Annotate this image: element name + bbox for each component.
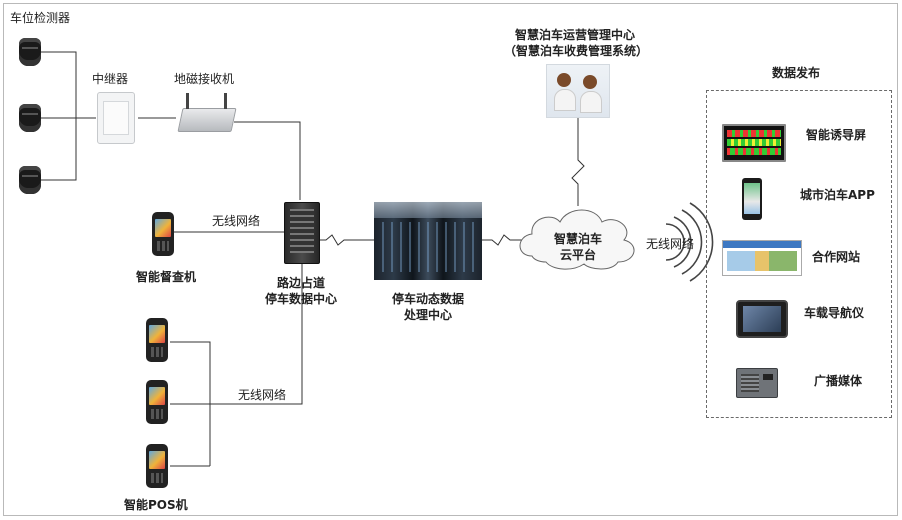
- data-center-photo: [374, 202, 482, 280]
- line-pos-2: [170, 262, 303, 405]
- cloud-shape: [519, 209, 635, 270]
- repeater-icon: [97, 92, 135, 144]
- line-receiver-server: [234, 121, 301, 200]
- data-publish-panel: [706, 90, 892, 418]
- line-detector-3: [40, 90, 77, 181]
- label-wireless-bottom: 无线网络: [238, 388, 287, 402]
- inspector-handheld-icon: [152, 212, 174, 256]
- label-wireless-right: 无线网络: [646, 237, 695, 251]
- line-server-dc: [318, 234, 374, 246]
- label-wireless-top: 无线网络: [212, 214, 261, 228]
- guidance-screen-icon: [722, 124, 786, 162]
- pos-terminal-icon: [146, 318, 168, 362]
- publish-item-label: 合作网站: [812, 250, 861, 264]
- server-tower-icon: [284, 202, 320, 264]
- vehicle-detector-icon: [19, 38, 41, 66]
- line-cloud-ops: [571, 118, 585, 206]
- radio-icon: [736, 368, 778, 398]
- publish-item-label: 广播媒体: [814, 374, 863, 388]
- label-smart-inspector: 智能督查机: [136, 270, 197, 284]
- website-icon: [722, 240, 802, 276]
- line-detector-1: [40, 51, 77, 90]
- geomagnetic-receiver-icon: [177, 93, 237, 132]
- operations-center-photo: [546, 64, 610, 118]
- label-ops-center-1: 智慧泊车运营管理中心: [514, 28, 635, 42]
- label-geomagnetic-receiver: 地磁接收机: [174, 72, 235, 86]
- label-ops-center-2: （智慧泊车收费管理系统）: [503, 44, 648, 58]
- label-dynamic-center-2: 处理中心: [403, 308, 452, 322]
- vehicle-detector-icon: [19, 166, 41, 194]
- publish-item-label: 智能诱导屏: [806, 128, 867, 142]
- label-cloud-2: 云平台: [559, 248, 596, 262]
- vehicle-detector-icon: [19, 104, 41, 132]
- wireless-signal-icon: [665, 202, 714, 282]
- label-dynamic-center-1: 停车动态数据: [391, 292, 464, 306]
- pos-terminal-icon: [146, 444, 168, 488]
- label-smart-pos: 智能POS机: [124, 498, 188, 512]
- publish-item-label: 城市泊车APP: [800, 188, 875, 202]
- label-publish-title: 数据发布: [772, 66, 821, 80]
- car-navigator-icon: [736, 300, 788, 338]
- label-roadside-center-2: 停车数据中心: [264, 292, 337, 306]
- pos-terminal-icon: [146, 380, 168, 424]
- diagram-frame: [3, 3, 898, 516]
- label-vehicle-detector: 车位检测器: [10, 11, 71, 25]
- publish-item-label: 车载导航仪: [804, 306, 865, 320]
- label-roadside-center-1: 路边占道: [276, 276, 325, 290]
- label-cloud-1: 智慧泊车: [553, 232, 602, 246]
- label-repeater: 中继器: [92, 72, 129, 86]
- line-dc-cloud: [480, 234, 528, 246]
- line-pos-1: [170, 341, 211, 466]
- smartphone-icon: [742, 178, 762, 220]
